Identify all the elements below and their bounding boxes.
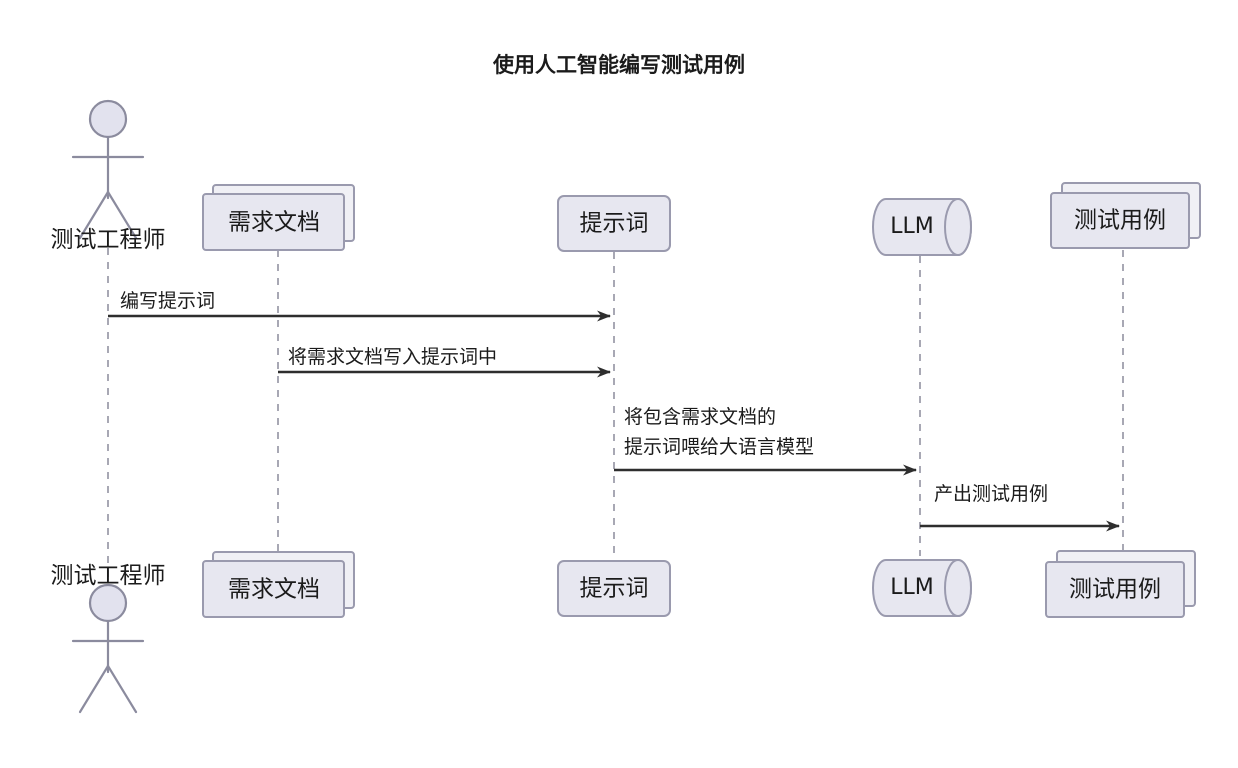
stacked-doc-front-icon	[1045, 561, 1185, 618]
stacked-doc-front-icon	[202, 193, 345, 251]
message-3[interactable]: 将包含需求文档的 提示词喂给大语言模型	[614, 406, 917, 476]
message-2-label: 将需求文档写入提示词中	[288, 346, 497, 368]
participant-prompt-top[interactable]: 提示词	[557, 195, 671, 252]
participant-tester-bottom[interactable]: 测试工程师	[51, 563, 166, 714]
prompt-box-icon	[557, 195, 671, 252]
message-4-label: 产出测试用例	[934, 483, 1048, 505]
actor-leg-left-icon	[78, 190, 110, 240]
cylinder-cap-icon	[944, 559, 972, 617]
participant-label-requirements-top: 需求文档	[228, 210, 320, 236]
message-1[interactable]: 编写提示词	[108, 290, 611, 322]
participant-label-testcase-top: 测试用例	[1074, 208, 1166, 234]
participant-requirements-top[interactable]: 需求文档	[202, 184, 355, 251]
participant-label-llm-top: LLM	[890, 214, 934, 239]
message-2[interactable]: 将需求文档写入提示词中	[278, 346, 611, 378]
actor-head-icon	[88, 583, 128, 623]
participant-tester-top[interactable]: 测试工程师	[51, 99, 166, 253]
message-3-label-line-1: 将包含需求文档的	[624, 406, 776, 428]
actor-leg-left-icon	[78, 664, 110, 714]
message-4[interactable]: 产出测试用例	[920, 483, 1120, 532]
participant-label-testcase-bottom: 测试用例	[1069, 577, 1161, 603]
stacked-doc-front-icon	[1050, 192, 1190, 249]
participant-testcase-bottom[interactable]: 测试用例	[1045, 550, 1196, 618]
prompt-box-icon	[557, 560, 671, 617]
cylinder-cap-icon	[944, 198, 972, 256]
participant-llm-top[interactable]: LLM	[872, 198, 972, 256]
participant-label-requirements-bottom: 需求文档	[228, 577, 320, 603]
participant-label-tester-top: 测试工程师	[51, 227, 166, 253]
participant-testcase-top[interactable]: 测试用例	[1050, 182, 1201, 249]
actor-leg-right-icon	[106, 664, 138, 714]
participant-label-prompt-top: 提示词	[580, 211, 649, 237]
participant-label-prompt-bottom: 提示词	[580, 576, 649, 602]
stacked-doc-front-icon	[202, 560, 345, 618]
participant-prompt-bottom[interactable]: 提示词	[557, 560, 671, 617]
lifelines-group	[107, 248, 1124, 600]
actor-head-icon	[88, 99, 128, 139]
message-3-label-line-2: 提示词喂给大语言模型	[624, 436, 814, 458]
participant-llm-bottom[interactable]: LLM	[872, 559, 972, 617]
participant-label-llm-bottom: LLM	[890, 575, 934, 600]
page-title: 使用人工智能编写测试用例	[492, 53, 745, 77]
message-1-label: 编写提示词	[120, 290, 215, 312]
actor-leg-right-icon	[106, 190, 138, 240]
participant-requirements-bottom[interactable]: 需求文档	[202, 551, 355, 618]
